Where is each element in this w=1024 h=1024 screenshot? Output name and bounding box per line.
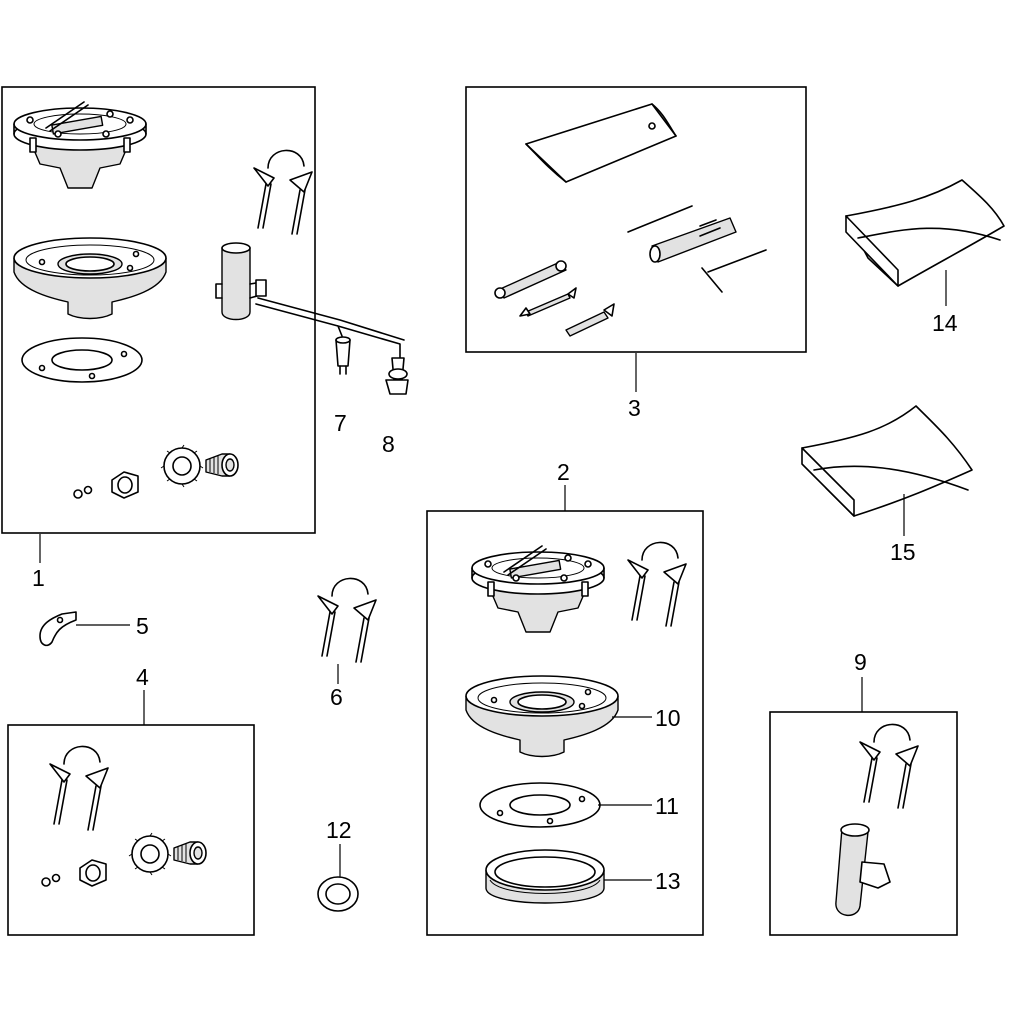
kit-box-2 xyxy=(426,510,704,936)
pin-pair-4 xyxy=(49,745,109,831)
pin-pair-1 xyxy=(253,149,313,235)
kit-box-3 xyxy=(465,86,807,353)
kit-box-1 xyxy=(1,86,316,534)
manual-15 xyxy=(801,405,973,517)
callout-5: 5 xyxy=(136,613,149,639)
callout-3: 3 xyxy=(628,395,641,421)
ring-13 xyxy=(485,849,605,904)
pin-pair-9 xyxy=(859,723,919,809)
callout-1: 1 xyxy=(32,565,45,591)
callout-13: 13 xyxy=(655,868,681,894)
lock-hardware-1 xyxy=(73,444,239,499)
lock-hardware-4 xyxy=(41,832,207,887)
callout-7: 7 xyxy=(334,410,347,436)
lock-cylinder-1 xyxy=(215,242,267,321)
fuel-cap-2 xyxy=(471,545,605,633)
callout-14: 14 xyxy=(932,310,958,336)
screw-8 xyxy=(385,357,409,395)
tool-set xyxy=(494,205,767,337)
callout-4: 4 xyxy=(136,664,149,690)
pin-pair-2 xyxy=(627,541,687,627)
gasket-1 xyxy=(21,337,143,383)
callout-11: 11 xyxy=(655,793,679,819)
filler-bowl-10 xyxy=(465,675,619,758)
callout-9: 9 xyxy=(854,649,867,675)
callout-15: 15 xyxy=(890,539,916,565)
tool-pouch xyxy=(525,103,677,183)
callout-6: 6 xyxy=(330,684,343,710)
gasket-11 xyxy=(479,782,601,828)
washer-12 xyxy=(317,876,359,912)
callout-8: 8 xyxy=(382,431,395,457)
clip-5 xyxy=(39,611,77,647)
callout-2: 2 xyxy=(557,459,570,485)
fuel-cap-1 xyxy=(13,101,147,189)
manual-14 xyxy=(845,179,1005,287)
lock-cylinder-9 xyxy=(835,823,891,916)
screw-7 xyxy=(335,336,351,375)
callout-10: 10 xyxy=(655,705,681,731)
kit-box-4 xyxy=(7,724,255,936)
kit-box-9 xyxy=(769,711,958,936)
pin-pair-6 xyxy=(317,577,377,663)
callout-12: 12 xyxy=(326,817,352,843)
filler-bowl-1 xyxy=(13,237,167,320)
